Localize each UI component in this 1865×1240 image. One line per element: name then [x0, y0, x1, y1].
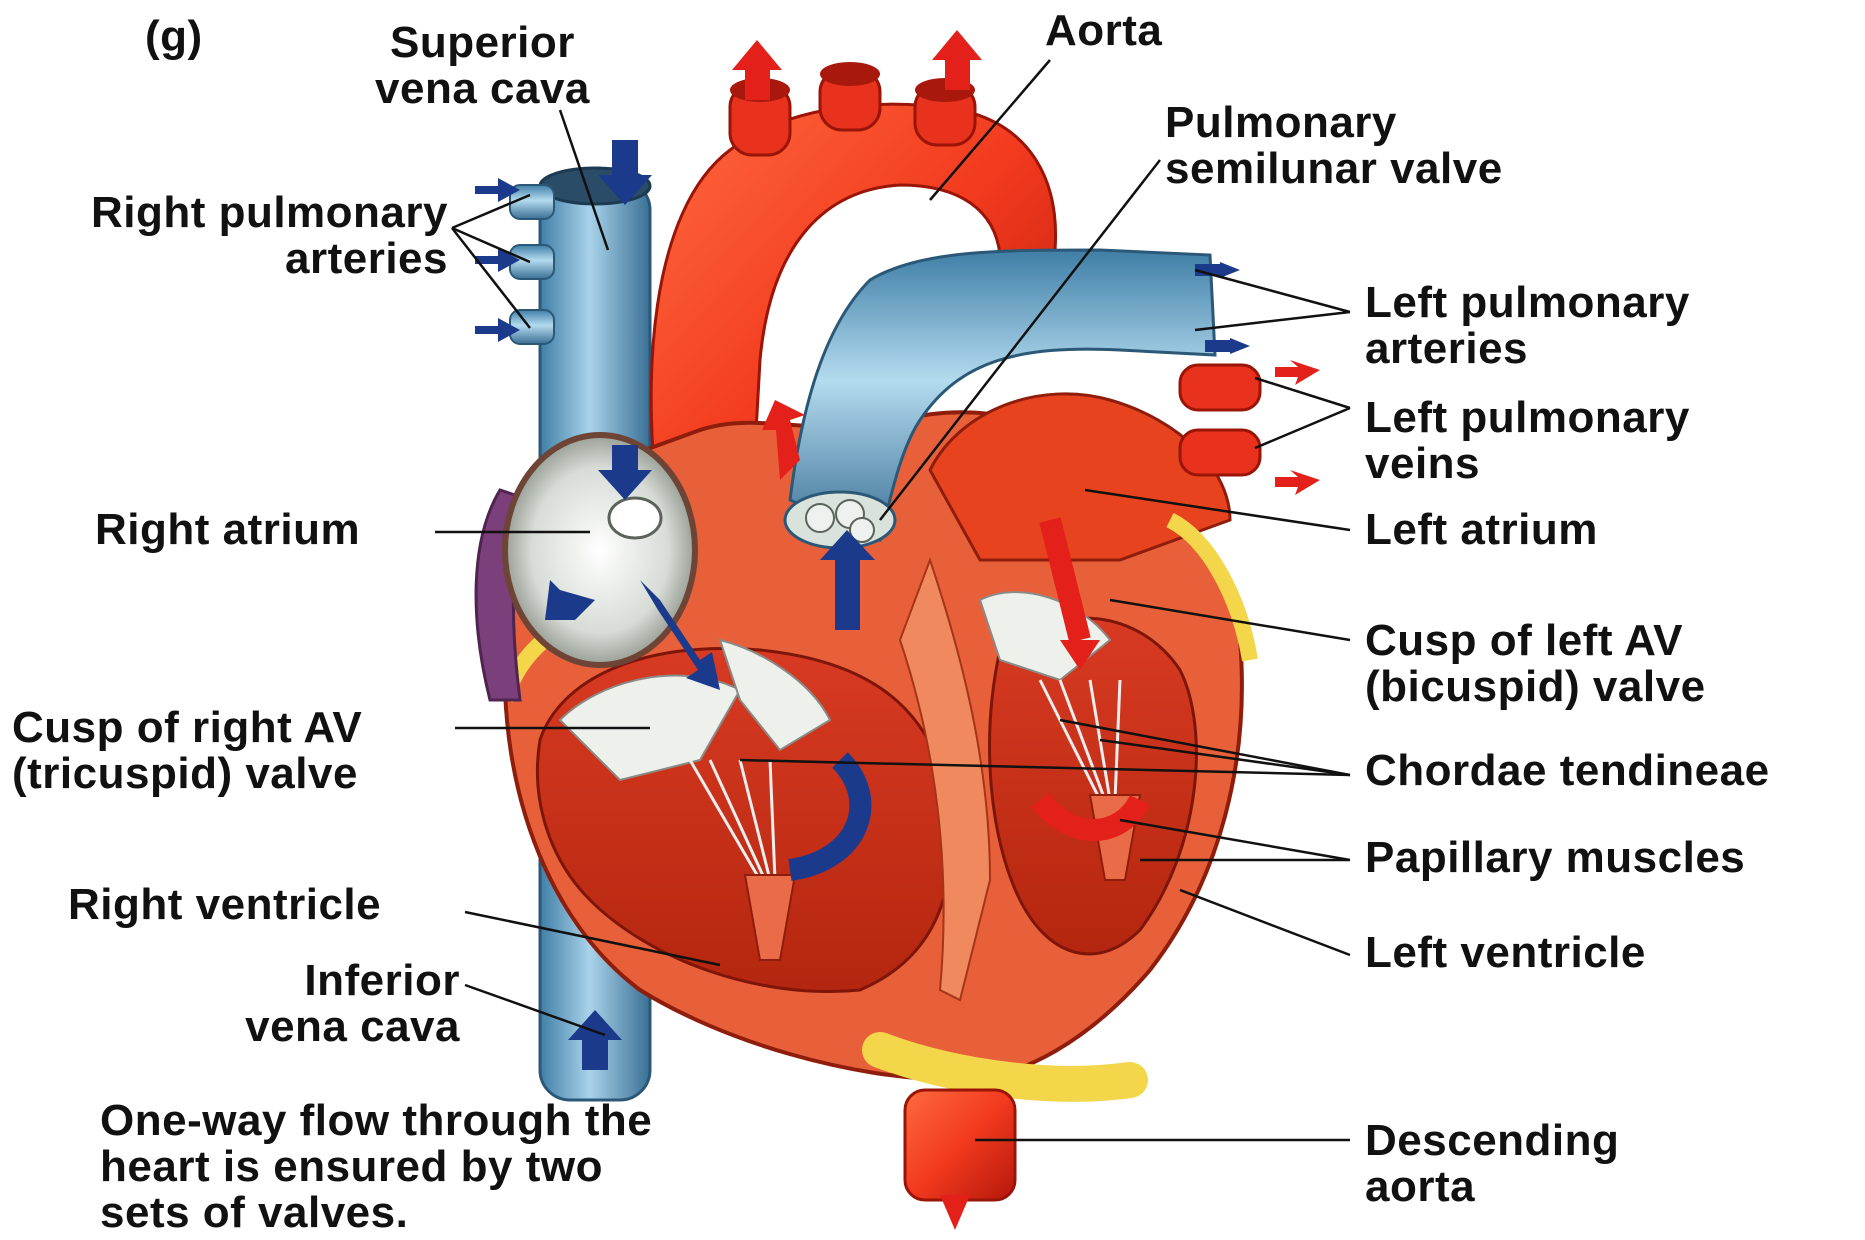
label-right-pulmonary-arteries: Right pulmonary arteries	[8, 190, 448, 282]
label-papillary-muscles: Papillary muscles	[1365, 835, 1745, 881]
descending-aorta	[905, 1090, 1015, 1200]
label-left-pulmonary-arteries: Left pulmonary arteries	[1365, 280, 1690, 372]
label-superior-vena-cava: Superior vena cava	[375, 20, 590, 112]
panel-letter: (g)	[145, 14, 203, 60]
label-left-atrium: Left atrium	[1365, 507, 1598, 553]
label-pulmonary-semilunar-valve: Pulmonary semilunar valve	[1165, 100, 1503, 192]
label-chordae-tendineae: Chordae tendineae	[1365, 748, 1770, 794]
label-left-ventricle: Left ventricle	[1365, 930, 1646, 976]
label-descending-aorta: Descending aorta	[1365, 1118, 1619, 1210]
label-aorta: Aorta	[1045, 8, 1162, 54]
figure-caption: One-way flow through the heart is ensure…	[100, 1098, 652, 1236]
label-cusp-left-av: Cusp of left AV (bicuspid) valve	[1365, 618, 1706, 710]
left-pulmonary-veins	[1180, 365, 1260, 475]
label-inferior-vena-cava: Inferior vena cava	[120, 958, 460, 1050]
label-cusp-right-av: Cusp of right AV (tricuspid) valve	[12, 705, 362, 797]
label-left-pulmonary-veins: Left pulmonary veins	[1365, 395, 1690, 487]
label-right-atrium: Right atrium	[95, 507, 360, 553]
label-right-ventricle: Right ventricle	[68, 882, 381, 928]
